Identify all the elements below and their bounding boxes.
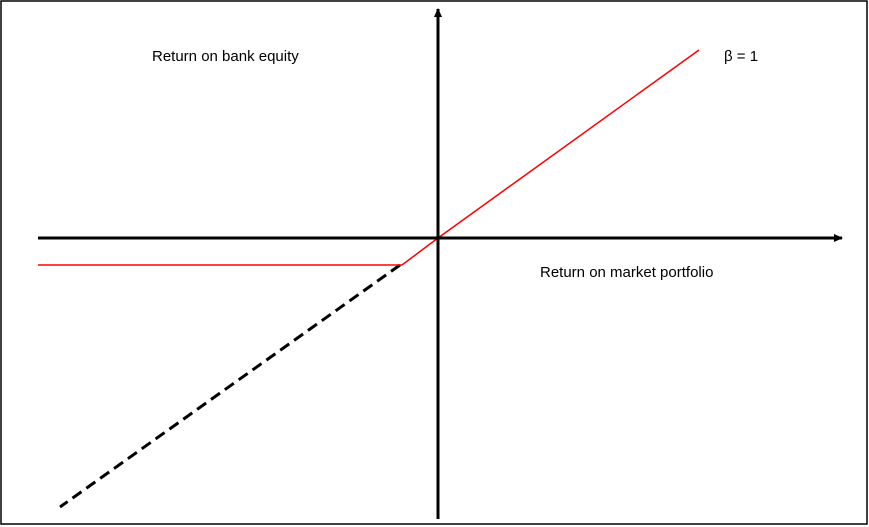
dashed-extension-line — [59, 263, 401, 509]
x-axis-label: Return on market portfolio — [540, 264, 713, 281]
payoff-lower-slope-segment — [401, 237, 439, 266]
y-axis-label: Return on bank equity — [152, 48, 299, 65]
beta-label: β = 1 — [724, 48, 758, 65]
payoff-beta-one-line — [437, 49, 700, 239]
